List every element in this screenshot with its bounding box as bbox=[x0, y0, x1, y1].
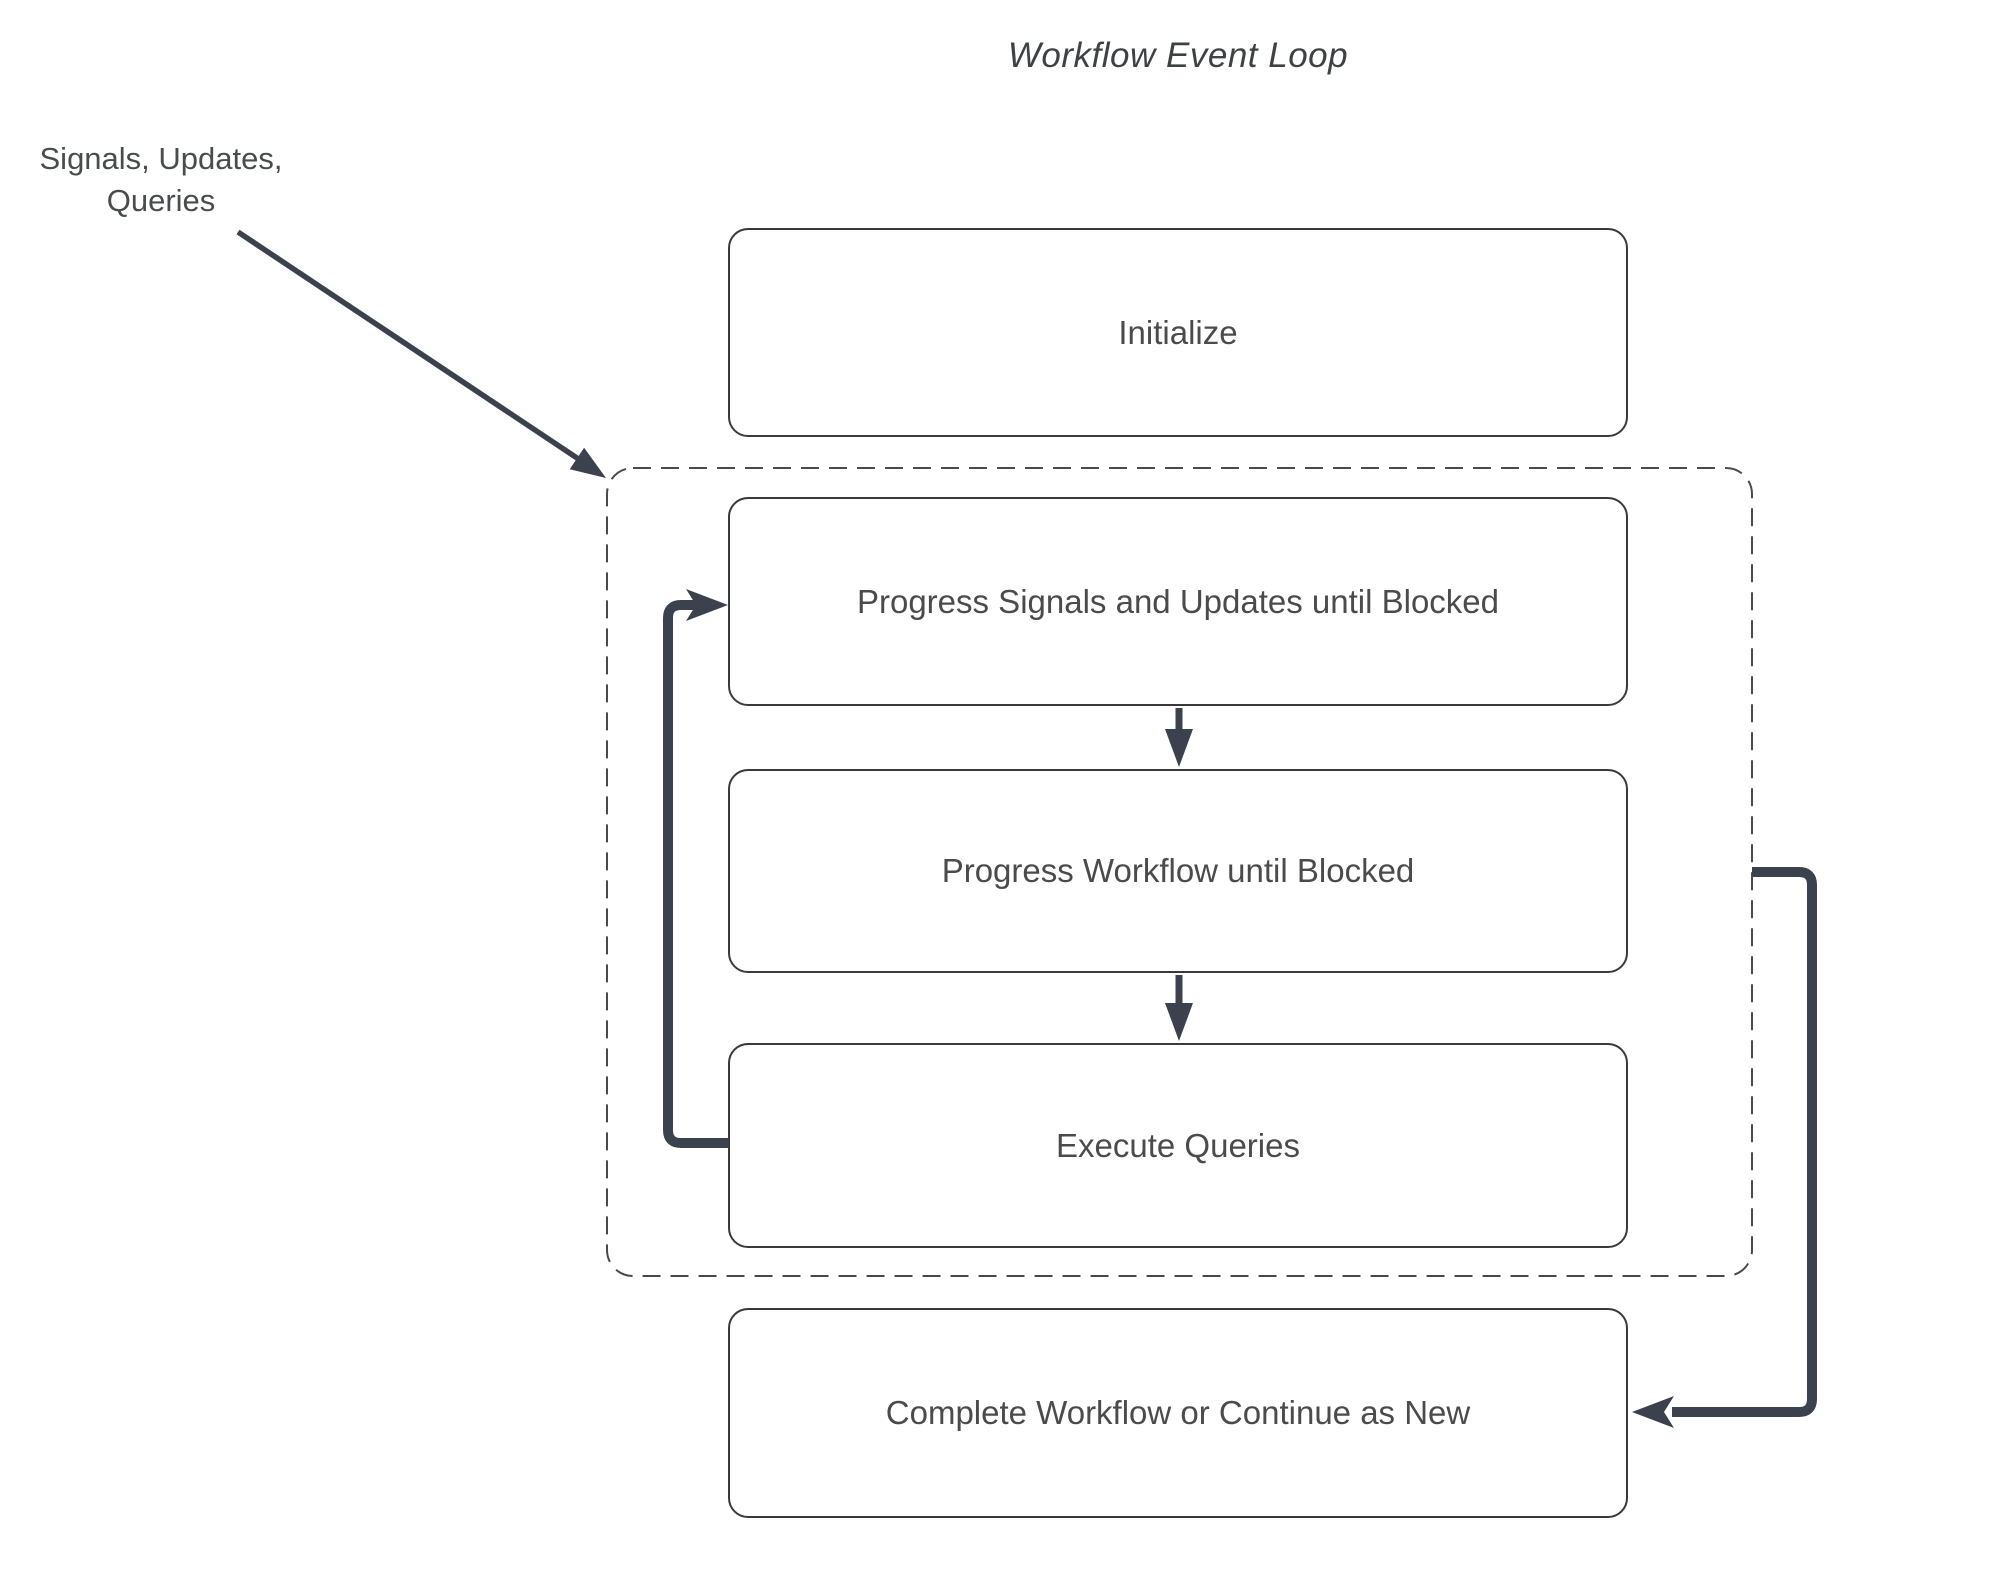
loop-back-arrowhead bbox=[686, 589, 728, 621]
diagram-title: Workflow Event Loop bbox=[1007, 36, 1349, 75]
connector-2-arrowhead bbox=[1165, 1003, 1193, 1041]
node-complete-workflow: Complete Workflow or Continue as New bbox=[728, 1308, 1628, 1518]
progress-signals-to-progress-workflow-arrow bbox=[1165, 708, 1193, 767]
node-initialize: Initialize bbox=[728, 228, 1628, 437]
connector-1-arrowhead bbox=[1165, 729, 1193, 767]
node-execute-queries-label: Execute Queries bbox=[1056, 1126, 1300, 1164]
node-progress-signals-label: Progress Signals and Updates until Block… bbox=[856, 582, 1500, 620]
external-input-label: Signals, Updates, Queries bbox=[39, 141, 283, 218]
complete-line bbox=[1672, 867, 1817, 1417]
progress-workflow-to-execute-queries-arrow bbox=[1165, 975, 1193, 1041]
signals-input-arrow-line bbox=[236, 229, 588, 467]
node-complete-workflow-label: Complete Workflow or Continue as New bbox=[885, 1394, 1471, 1431]
loop-back-line bbox=[663, 600, 728, 1148]
node-initialize-label: Initialize bbox=[1118, 313, 1238, 351]
event-loop-to-complete-workflow-arrow bbox=[1632, 867, 1817, 1428]
node-progress-workflow-label: Progress Workflow until Blocked bbox=[941, 852, 1415, 889]
node-progress-workflow: Progress Workflow until Blocked bbox=[728, 769, 1628, 973]
signals-input-arrowhead bbox=[569, 447, 606, 478]
complete-arrowhead bbox=[1632, 1396, 1674, 1428]
node-execute-queries: Execute Queries bbox=[728, 1043, 1628, 1248]
execute-queries-loop-back-arrow bbox=[663, 589, 728, 1148]
node-progress-signals: Progress Signals and Updates until Block… bbox=[728, 497, 1628, 706]
signals-input-arrow bbox=[236, 229, 606, 478]
